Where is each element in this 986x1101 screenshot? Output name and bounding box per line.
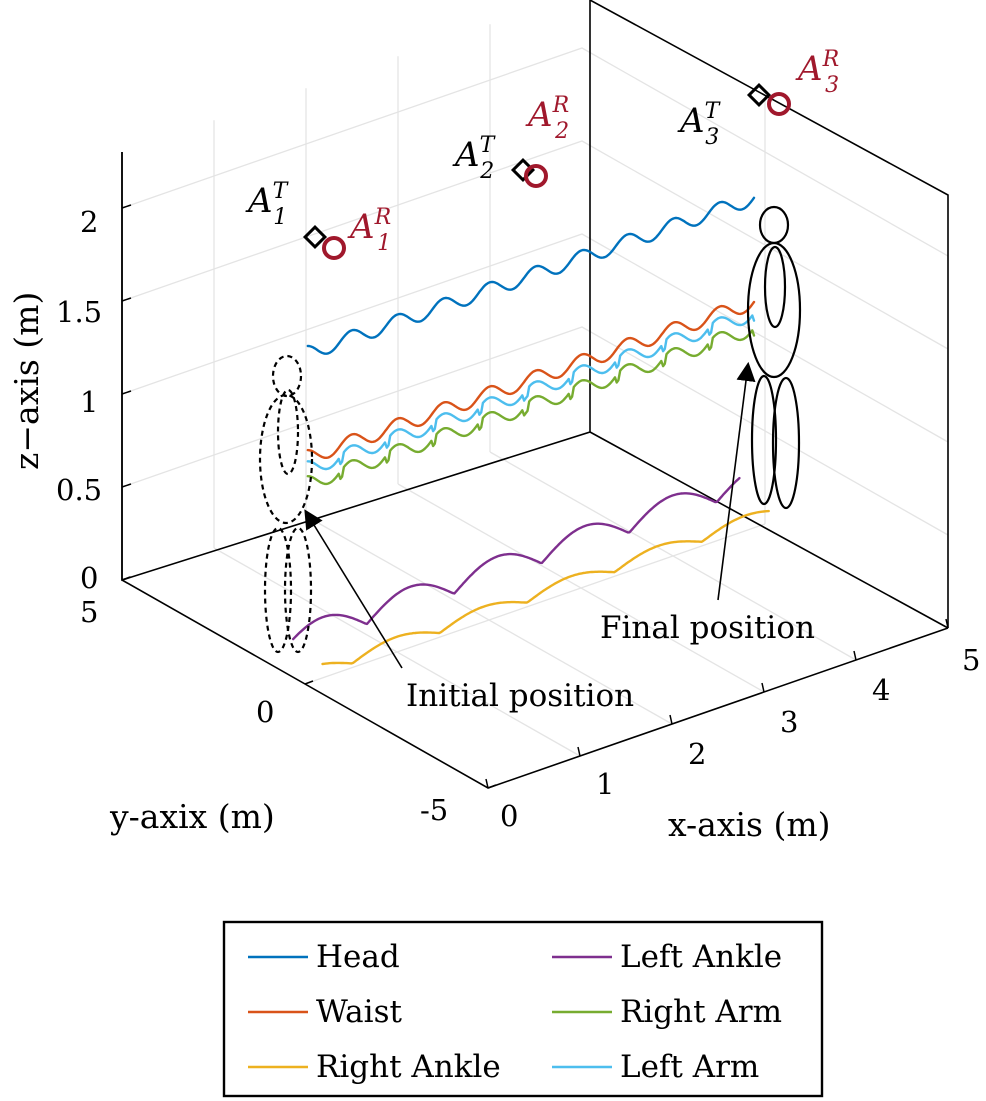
series-line-right-ankle (321, 509, 770, 666)
trajectory-series (292, 196, 770, 666)
tx-anchor-marker (746, 82, 772, 108)
series-line-waist (306, 300, 756, 459)
legend-label: Waist (316, 994, 402, 1030)
initial-leg-outline (283, 526, 313, 654)
anchor-markers (302, 82, 791, 260)
tick-marks (121, 204, 949, 789)
grid-lines (121, 24, 949, 757)
final-arm-outline (763, 245, 787, 329)
initial-leg-outline (263, 526, 293, 654)
x-tick-label: 1 (596, 767, 614, 801)
x-tick-label: 5 (962, 643, 980, 677)
z-tick-mark (121, 204, 132, 209)
legend-label: Head (316, 939, 400, 975)
y-axis-label: y-axix (m) (109, 797, 275, 836)
annotation-text: Initial position (406, 678, 634, 714)
y-tick-mark (304, 680, 314, 685)
annotation-initial-position: Initial position (304, 509, 634, 714)
final-leg-outline (771, 376, 801, 510)
x-tick-label: 2 (688, 737, 706, 771)
legend-label: Left Arm (620, 1049, 759, 1085)
z-tick-mark (121, 297, 132, 302)
rx-anchor-marker (767, 92, 791, 116)
final-leg-outline (750, 374, 778, 506)
series-line-left-arm (306, 314, 756, 471)
x-axis-label: x-axis (m) (668, 805, 831, 844)
annotation-final-position: Final position (600, 361, 815, 646)
rx-anchor-marker (524, 164, 548, 188)
final-body-outline (746, 205, 802, 510)
x-tick-mark (669, 714, 673, 725)
legend-label: Right Arm (620, 994, 782, 1030)
grid-line (121, 326, 949, 536)
z-axis-label: z−axis (m) (7, 292, 46, 470)
annotation-arrow (304, 509, 403, 669)
final-torso-outline (746, 241, 802, 379)
initial-arm-outline (276, 388, 300, 476)
legend-label: Right Ankle (316, 1049, 501, 1085)
initial-body-outline (258, 354, 314, 654)
final-head-outline (758, 205, 790, 245)
initial-head-outline (271, 354, 303, 398)
y-axis-ticks: 5 0 -5 (80, 595, 448, 827)
initial-torso-outline (258, 393, 314, 525)
grid-line (121, 140, 949, 350)
series-line-head (306, 196, 756, 355)
z-tick-mark (121, 576, 132, 581)
z-tick-mark (121, 390, 132, 395)
x-tick-mark (761, 682, 765, 693)
legend-label: Left Ankle (620, 939, 782, 975)
grid-line (121, 47, 949, 257)
x-axis-ticks: 0 1 2 3 4 5 (500, 643, 980, 833)
z-tick-label: 1 (80, 385, 98, 419)
legend-box (222, 920, 824, 1098)
x-tick-label: 0 (500, 799, 518, 833)
rx-anchor-marker (322, 236, 346, 260)
z-axis-ticks: 0 0.5 1 1.5 2 (56, 205, 102, 595)
tx-anchor-marker (302, 224, 328, 250)
x-tick-mark (485, 778, 489, 789)
series-line-right-arm (306, 329, 756, 486)
z-tick-label: 0 (80, 561, 98, 595)
axes-frame (121, 0, 949, 789)
grid-line (304, 523, 766, 685)
y-tick-label: 0 (256, 695, 274, 729)
z-tick-label: 1.5 (56, 295, 102, 329)
x-tick-label: 3 (780, 705, 798, 739)
z-tick-label: 2 (80, 205, 98, 239)
x-tick-mark (945, 618, 949, 629)
annotation-text: Final position (600, 610, 815, 646)
annotation-arrow (717, 361, 756, 601)
z-tick-mark (121, 483, 132, 488)
x-tick-mark (577, 746, 581, 757)
x-tick-mark (853, 650, 857, 661)
x-tick-label: 4 (872, 673, 890, 707)
y-tick-mark (487, 784, 497, 789)
series-line-left-ankle (292, 476, 741, 641)
y-tick-label: -5 (420, 793, 448, 827)
z-tick-label: 0.5 (56, 473, 102, 507)
grid-line (121, 233, 949, 443)
y-tick-label: 5 (80, 595, 98, 629)
